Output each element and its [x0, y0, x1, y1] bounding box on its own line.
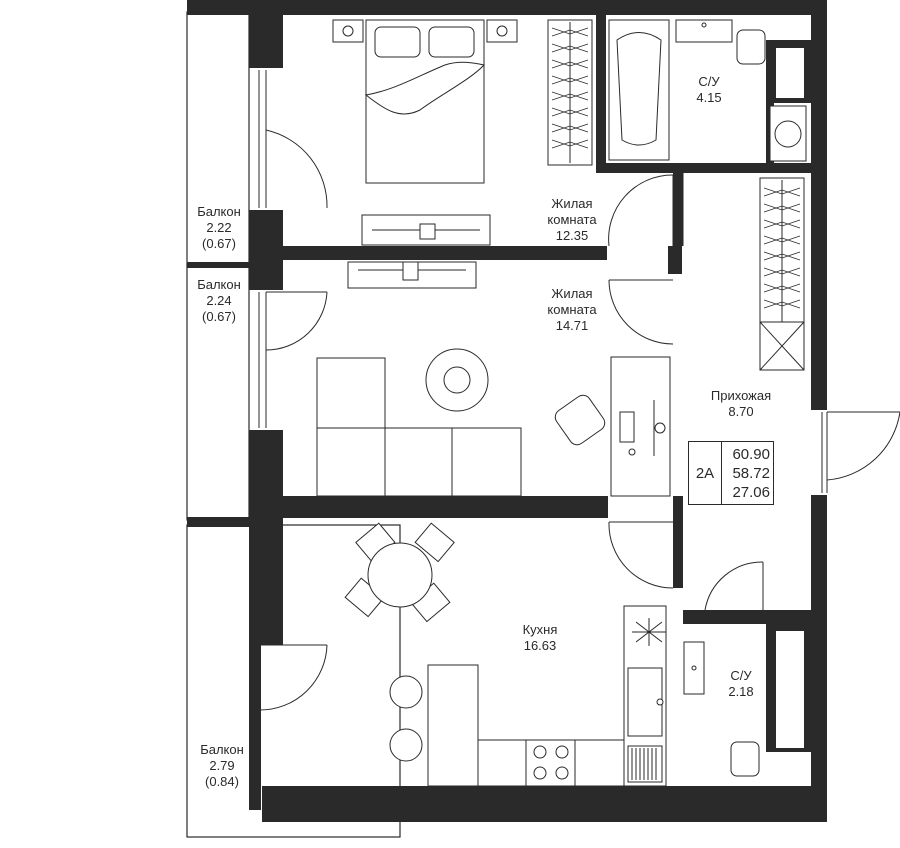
hanger-icon — [551, 59, 589, 69]
hanger-icon — [763, 283, 801, 293]
hanger-icon — [551, 107, 589, 117]
nightstand-icon — [332, 19, 518, 43]
room-name: С/У — [730, 668, 752, 683]
room-label-bath1: С/У 4.15 — [696, 74, 721, 106]
washbasin-icon — [675, 19, 733, 695]
walls — [187, 0, 827, 822]
room-area: 2.18 — [728, 684, 754, 699]
hanger-icon — [551, 43, 589, 53]
room-label-living: Жилая комната 14.71 — [547, 286, 596, 334]
balcony-reduced-area: (0.84) — [205, 774, 239, 789]
room-area: 16.63 — [523, 638, 557, 653]
chair-icon — [554, 394, 606, 446]
hanger-icon — [763, 203, 801, 213]
door-icon — [259, 129, 900, 711]
apartment-type: 2А — [689, 442, 722, 504]
dining-table-icon — [344, 522, 455, 762]
balcony-area: 2.22 — [206, 220, 232, 235]
apartment-summary-box: 2А 60.90 58.72 27.06 — [688, 441, 774, 505]
tv-icon — [347, 214, 491, 289]
bathtub-icon — [608, 19, 670, 161]
balcony-area: 2.79 — [209, 758, 235, 773]
hanger-icon — [763, 251, 801, 261]
room-name: Жилая комната — [547, 286, 597, 317]
hanger-icon — [763, 235, 801, 245]
wardrobe-icon — [547, 19, 805, 371]
balcony-area: 2.24 — [206, 293, 232, 308]
room-name: Прихожая — [710, 388, 772, 403]
room-label-kitchen: Кухня 16.63 — [523, 622, 558, 654]
total-area: 60.90 — [732, 445, 770, 463]
bed-icon — [364, 19, 485, 184]
hanger-icon — [763, 219, 801, 229]
radiator-icon — [627, 745, 663, 783]
hanger-icon — [763, 267, 801, 277]
room-name: Жилая комната — [547, 196, 597, 227]
window-icon — [253, 70, 828, 784]
room-area: 8.70 — [728, 404, 754, 419]
living-area: 27.06 — [732, 483, 770, 501]
balcony-label-3: Балкон 2.79 (0.84) — [200, 742, 244, 790]
stove-icon — [525, 739, 576, 787]
coffee-table-icon — [425, 348, 489, 412]
hanger-icon — [763, 299, 801, 309]
balcony-label-1: Балкон 2.22 (0.67) — [197, 204, 241, 252]
balcony-label-2: Балкон 2.24 (0.67) — [197, 277, 241, 325]
balcony-name: Балкон — [197, 277, 241, 292]
desk-icon — [610, 356, 671, 497]
room-name: С/У — [698, 74, 720, 89]
area-without-balconies: 58.72 — [732, 464, 770, 482]
hood-icon — [632, 618, 666, 646]
washing-machine-icon — [769, 105, 807, 162]
room-area: 12.35 — [555, 228, 589, 243]
balcony-name: Балкон — [197, 204, 241, 219]
room-area: 14.71 — [555, 318, 589, 333]
sofa-icon — [316, 357, 522, 497]
room-label-bath2: С/У 2.18 — [728, 668, 753, 700]
apartment-areas: 60.90 58.72 27.06 — [722, 442, 773, 504]
hanger-icon — [551, 75, 589, 85]
balcony-name: Балкон — [200, 742, 244, 757]
room-name: Кухня — [522, 622, 558, 637]
room-label-bedroom: Жилая комната 12.35 — [547, 196, 596, 244]
balcony-reduced-area: (0.67) — [202, 236, 236, 251]
sink-icon — [627, 667, 664, 737]
hanger-icon — [763, 187, 801, 197]
toilet-icon — [730, 29, 766, 777]
hanger-icon — [551, 91, 589, 101]
balcony-reduced-area: (0.67) — [202, 309, 236, 324]
hanger-icon — [551, 123, 589, 133]
room-area: 4.15 — [696, 90, 722, 105]
hanger-icon — [551, 139, 589, 149]
hanger-icon — [551, 27, 589, 37]
room-label-hall: Прихожая 8.70 — [711, 388, 771, 420]
